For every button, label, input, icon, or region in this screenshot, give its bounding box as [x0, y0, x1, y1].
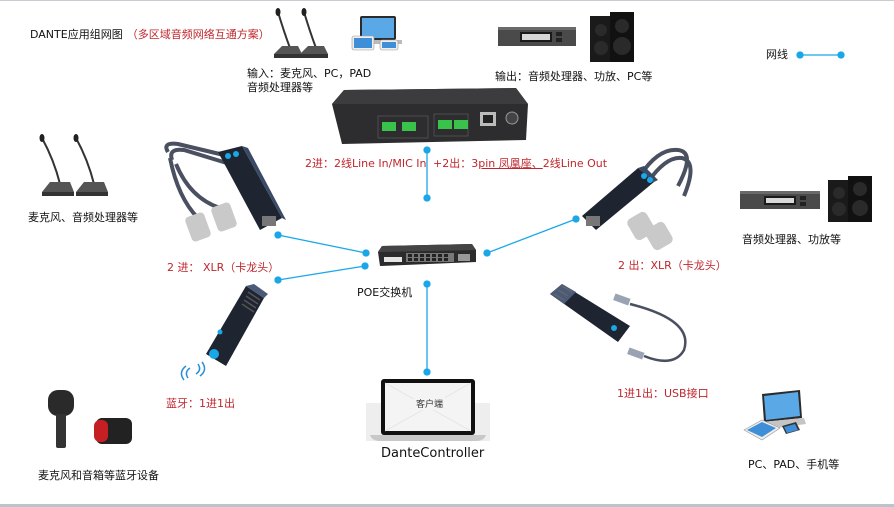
- gooseneck-microphones-image: [268, 8, 338, 64]
- bluetooth-adapter-image: [176, 280, 268, 384]
- input-devices-label-1: 输入：麦克风、PC，PAD: [247, 67, 372, 80]
- poe-switch-image: [376, 242, 478, 268]
- input-devices-label-2: 音频处理器等: [247, 81, 313, 94]
- diagram-title: DANTE应用组网图（多区域音频网络互通方案）: [30, 26, 270, 42]
- cable-bluetooth-switch: [277, 265, 366, 281]
- main-unit-ports-out: +2出：3pin 凤凰座、2线Line Out: [433, 157, 607, 171]
- bottom-border: [0, 504, 894, 507]
- audio-amplifier-image: [498, 24, 576, 48]
- usb-adapter-image: [544, 280, 694, 370]
- ports-out-underlined: pin 凤凰座、: [478, 157, 543, 170]
- usb-adapter-label: 1进1出：USB接口: [617, 387, 709, 400]
- main-unit-ports-in: 2进：2线Line In/MIC In: [305, 157, 427, 170]
- speakers-image: [590, 12, 636, 64]
- dante-main-unit-image: [330, 84, 530, 158]
- legend-label: 网线: [766, 48, 788, 61]
- legend-cable-end-left: [796, 51, 804, 59]
- dante-controller-label: DanteController: [381, 446, 485, 461]
- cable-xlr-out-switch: [486, 218, 577, 254]
- bluetooth-adapter-label: 蓝牙：1进1出: [166, 397, 235, 410]
- right-amplifier-image: [740, 189, 820, 211]
- xlr-output-adapter-image: [578, 146, 698, 252]
- output-devices-label: 输出：音频处理器、功放、PC等: [495, 70, 653, 83]
- conference-microphones-image: [36, 132, 110, 198]
- poe-switch-label: POE交换机: [357, 286, 413, 299]
- left-mics-label: 麦克风、音频处理器等: [28, 211, 138, 224]
- pc-devices-label: PC、PAD、手机等: [748, 458, 840, 471]
- xlr-input-adapter-image: [158, 138, 288, 248]
- cable-main-unit-switch-end: [423, 194, 431, 202]
- top-border: [0, 0, 894, 1]
- pc-pad-phone-image: [742, 390, 806, 446]
- bluetooth-devices-image: [44, 388, 134, 450]
- controller-screen-text: 客户端: [414, 397, 446, 410]
- dante-controller-laptop[interactable]: 客户端: [366, 375, 490, 443]
- bluetooth-devices-label: 麦克风和音箱等蓝牙设备: [38, 469, 159, 482]
- right-amps-label: 音频处理器、功放等: [742, 233, 841, 246]
- title-main: DANTE应用组网图: [30, 28, 123, 41]
- ports-out-suffix: 2线Line Out: [542, 157, 608, 170]
- xlr-input-label: 2 进： XLR（卡龙头）: [167, 261, 280, 274]
- right-speakers-image: [828, 176, 874, 224]
- ports-out-prefix: +2出：3: [433, 157, 479, 170]
- cable-xlr-in-switch: [277, 234, 367, 254]
- laptop-tablet-image: [350, 14, 406, 56]
- xlr-output-label: 2 出：XLR（卡龙头）: [618, 259, 727, 272]
- legend-cable-end-right: [837, 51, 845, 59]
- title-subtitle: （多区域音频网络互通方案）: [126, 28, 270, 41]
